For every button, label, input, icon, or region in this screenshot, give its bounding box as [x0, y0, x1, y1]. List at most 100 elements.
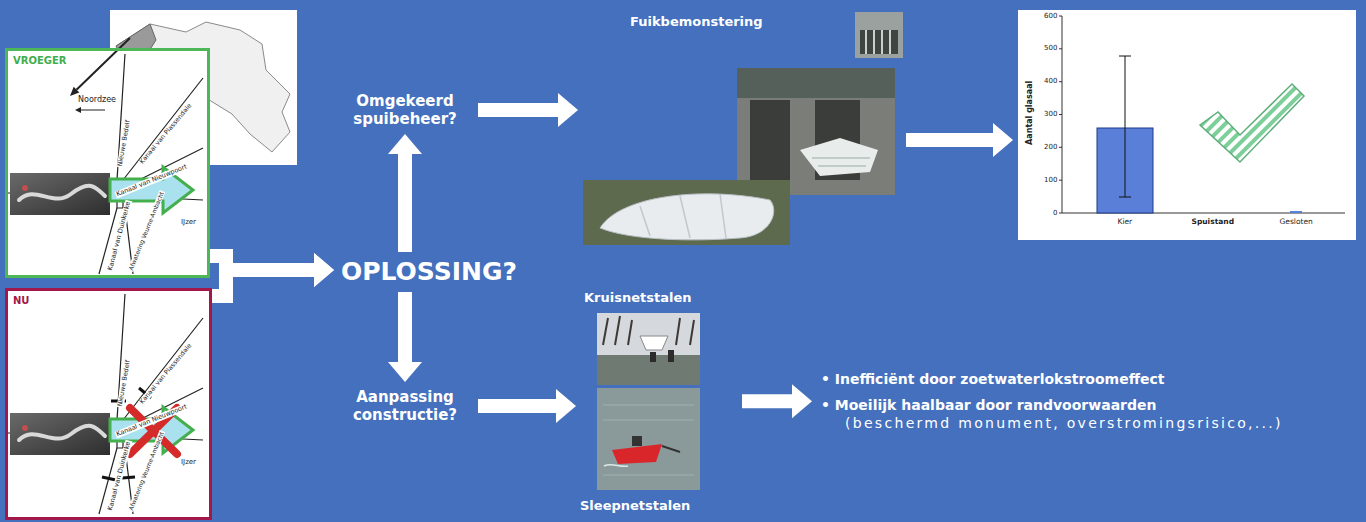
fyke-photos-part: [737, 68, 895, 195]
fyke-photos: [583, 12, 903, 245]
category-label: Gesloten: [1279, 218, 1314, 226]
bar-chart-part: [1062, 16, 1345, 213]
arrow-shaft: [398, 292, 412, 363]
era-title: VROEGER: [13, 55, 67, 67]
map-label: Kanaal van Nieuwpoort: [115, 403, 189, 438]
axis-tick: 300: [1043, 111, 1058, 118]
fyke-photos-part: [750, 100, 790, 180]
map-label: Nieuwe Bedelf: [117, 359, 132, 408]
bar-chart: [1018, 10, 1356, 240]
bullet-text: • Inefficiënt door zoetwaterlokstroomeff…: [821, 370, 1283, 388]
block-arrow: [478, 389, 576, 423]
axis-tick: 400: [1043, 78, 1058, 85]
map-label: Afwatering Veurne-Ambacht: [127, 190, 165, 272]
map-label: Afwatering Veurne-Ambacht: [127, 430, 165, 512]
arrow-head: [314, 253, 334, 287]
photo-title: Kruisnetstalen: [584, 290, 691, 306]
map-label: Kanaal van Nieuwpoort: [115, 163, 189, 198]
axis-tick: 500: [1043, 45, 1058, 52]
era-title: NU: [13, 295, 30, 307]
map-label: Kanaal van Plassendale: [138, 102, 194, 166]
photo-title: Fuikbemonstering: [630, 14, 763, 30]
chart-panel: Aantal glasaal: [1018, 10, 1356, 240]
option-question: Omgekeerd spuibeheer?: [338, 90, 472, 130]
arrow-shaft: [478, 399, 557, 413]
option-question: Aanpassing constructie?: [338, 386, 472, 426]
arrow-shaft: [212, 270, 315, 296]
option-text: Omgekeerd spuibeheer?: [341, 92, 469, 128]
photo-group: KruisnetstalenSleepnetstalen: [578, 286, 738, 520]
net-photos-part: [604, 465, 628, 467]
locator-arrow-part: [77, 38, 131, 90]
map-label: Kanaal van Plassendale: [138, 342, 194, 406]
axis-title: Aantal glasaal: [1025, 71, 1035, 155]
map-label: IJzer: [180, 219, 197, 226]
conclusion-list: • Inefficiënt door zoetwaterlokstroomeff…: [818, 368, 1286, 435]
arrow-head: [314, 253, 334, 287]
category-label: Spuistand: [1191, 218, 1236, 226]
block-arrow: [906, 123, 1013, 157]
arrow-shaft: [478, 103, 559, 117]
arrow-shaft: [398, 153, 412, 252]
net-photos-part: [597, 355, 700, 385]
net-photos-part: [597, 388, 700, 490]
arrow-shaft: [906, 133, 994, 147]
axis-tick: 0: [1052, 210, 1058, 217]
heading-text: OPLOSSING?: [341, 257, 517, 287]
fyke-photos-part: [737, 68, 895, 98]
net-photos-part: [668, 350, 674, 362]
arrow-head: [388, 134, 422, 154]
photo-title: Sleepnetstalen: [580, 498, 690, 514]
era-frame: VROEGER: [5, 48, 210, 278]
bullet-text: • Moeilijk haalbaar door randvoorwaarden: [821, 396, 1283, 414]
map-label: Kanaal van Duinkerke: [107, 440, 132, 512]
block-arrow: [388, 134, 422, 252]
block-arrow: [478, 93, 578, 127]
axis-tick: 100: [1043, 177, 1058, 184]
net-photos: [597, 313, 700, 490]
net-photos-part: [603, 405, 694, 475]
arrow-shaft: [742, 394, 793, 408]
photo-group: Fuikbemonstering: [578, 8, 903, 248]
net-photos-part: [612, 444, 662, 464]
fyke-photos-part: [812, 158, 870, 166]
arrow-head: [558, 93, 578, 127]
bullet-note: (beschermd monument, overstromingsrisico…: [845, 414, 1283, 432]
locator-arrow-part: [70, 87, 79, 96]
net-photos-part: [597, 313, 700, 385]
arrow-head: [556, 389, 576, 423]
present-map: [5, 294, 203, 514]
bar-chart-part: [1290, 211, 1302, 213]
fyke-photos-part: [866, 30, 890, 54]
arrow-head: [792, 384, 812, 418]
bar-chart-part: [1059, 16, 1062, 213]
fyke-photos-part: [860, 30, 898, 54]
bar-chart-part: [1119, 56, 1131, 197]
past-map-part: [5, 54, 203, 274]
block-arrow: [388, 292, 422, 382]
locator-arrow: [70, 38, 130, 96]
era-panels: [5, 48, 212, 520]
question-heading: OPLOSSING?: [338, 255, 520, 289]
present-map-part-part: [122, 477, 135, 478]
net-photos-part: [662, 446, 680, 452]
category-label: Kier: [1117, 218, 1134, 226]
era-panels-part: [5, 288, 212, 520]
fyke-photos-part: [600, 194, 774, 240]
arrow-head: [993, 123, 1013, 157]
net-photos-part: [650, 352, 656, 362]
net-photos-part: [640, 336, 668, 350]
fyke-photos-part: [640, 194, 726, 238]
axis-tick: 200: [1043, 144, 1058, 151]
fyke-photos-part: [800, 138, 878, 176]
present-map-part: [5, 294, 203, 514]
past-map: [5, 54, 203, 274]
net-photos-part: [632, 436, 642, 446]
fyke-photos-part: [583, 180, 790, 245]
map-label: Nieuwe Bedelf: [117, 119, 132, 168]
